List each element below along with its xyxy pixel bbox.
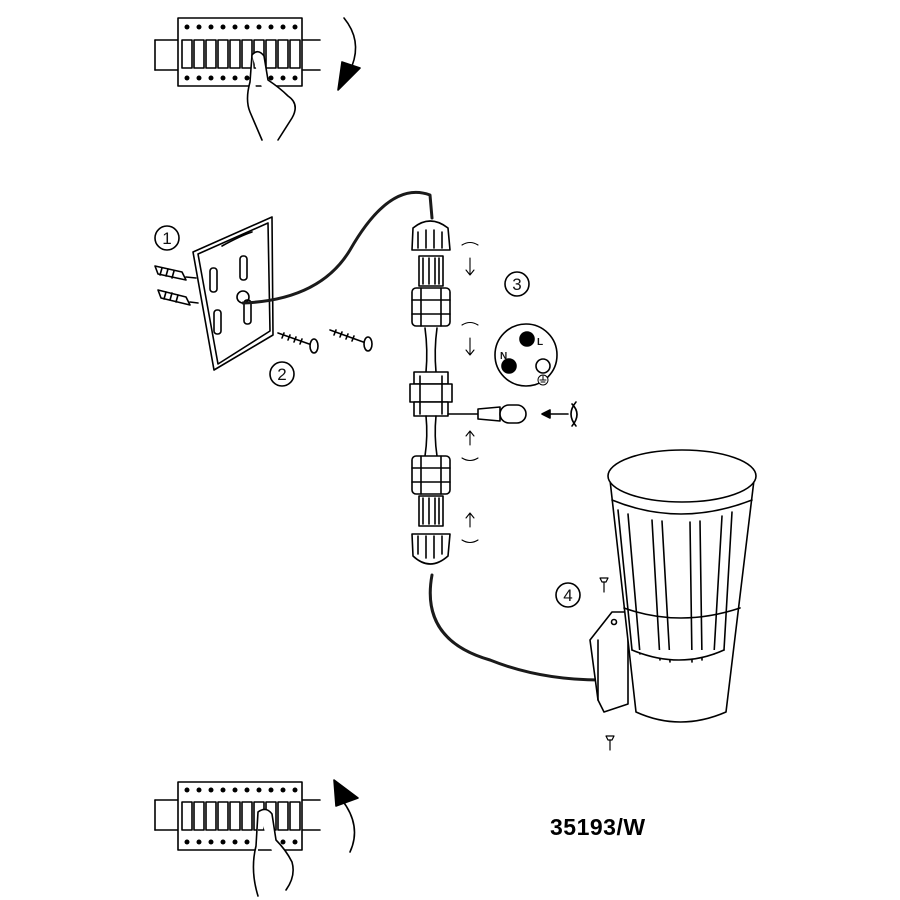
screw-icon bbox=[329, 329, 373, 352]
step-2-label: 2 bbox=[277, 365, 286, 384]
step-3-group: 3 L N bbox=[494, 271, 558, 387]
rotation-indicators bbox=[461, 241, 479, 544]
step-4-group: 4 bbox=[555, 449, 757, 751]
live-terminal bbox=[519, 331, 535, 347]
screw-terminals-top bbox=[184, 24, 298, 81]
earth-symbol-icon bbox=[537, 374, 549, 386]
live-label: L bbox=[537, 337, 543, 348]
rotate-arrow-icon bbox=[341, 799, 356, 853]
step-4-label: 4 bbox=[563, 586, 572, 605]
rotate-arrow-icon bbox=[461, 241, 479, 246]
wall-plug-icon bbox=[157, 289, 199, 306]
rotate-arrow-icon bbox=[343, 17, 357, 67]
hand-switch-on-icon bbox=[252, 808, 294, 897]
step-3-badge bbox=[504, 271, 530, 297]
terminal-wiring-icon: L N bbox=[494, 323, 558, 387]
neutral-label: N bbox=[500, 351, 507, 362]
model-number: 35193/W bbox=[550, 814, 646, 840]
step-3-label: 3 bbox=[512, 275, 521, 294]
rotate-arrow-icon bbox=[461, 457, 479, 462]
screw-icon bbox=[605, 735, 615, 751]
arrow-head-top bbox=[337, 61, 361, 91]
wall-plug-icon bbox=[154, 265, 197, 281]
rotate-arrow-icon bbox=[461, 321, 479, 326]
earth-terminal bbox=[535, 358, 551, 374]
step-2-badge bbox=[269, 361, 295, 387]
breaker-panel-top bbox=[154, 17, 361, 141]
screwdriver-icon bbox=[447, 404, 527, 424]
step-2-group: 2 bbox=[269, 329, 373, 387]
arrow-head-bottom bbox=[333, 779, 359, 807]
screw-icon bbox=[599, 577, 609, 593]
step-4-badge bbox=[555, 582, 581, 608]
hand-switch-off-icon bbox=[246, 50, 296, 141]
step-1-group: 1 bbox=[154, 216, 274, 371]
supply-cable bbox=[241, 190, 434, 305]
breaker-panel-bottom bbox=[154, 779, 359, 897]
wall-lamp-icon bbox=[589, 449, 757, 723]
mounting-plate-icon bbox=[192, 216, 274, 371]
rotate-arrow-icon bbox=[461, 539, 479, 544]
rotate-arrow-icon bbox=[570, 401, 578, 427]
screw-icon bbox=[277, 332, 319, 354]
step-1-label: 1 bbox=[162, 229, 171, 248]
screwdriver-arrow bbox=[541, 401, 578, 427]
cable-connector-icon bbox=[409, 220, 453, 565]
step-1-badge bbox=[154, 225, 180, 251]
neutral-terminal bbox=[501, 358, 517, 374]
screw-terminals-bottom bbox=[184, 787, 298, 845]
lamp-cable bbox=[428, 573, 602, 682]
